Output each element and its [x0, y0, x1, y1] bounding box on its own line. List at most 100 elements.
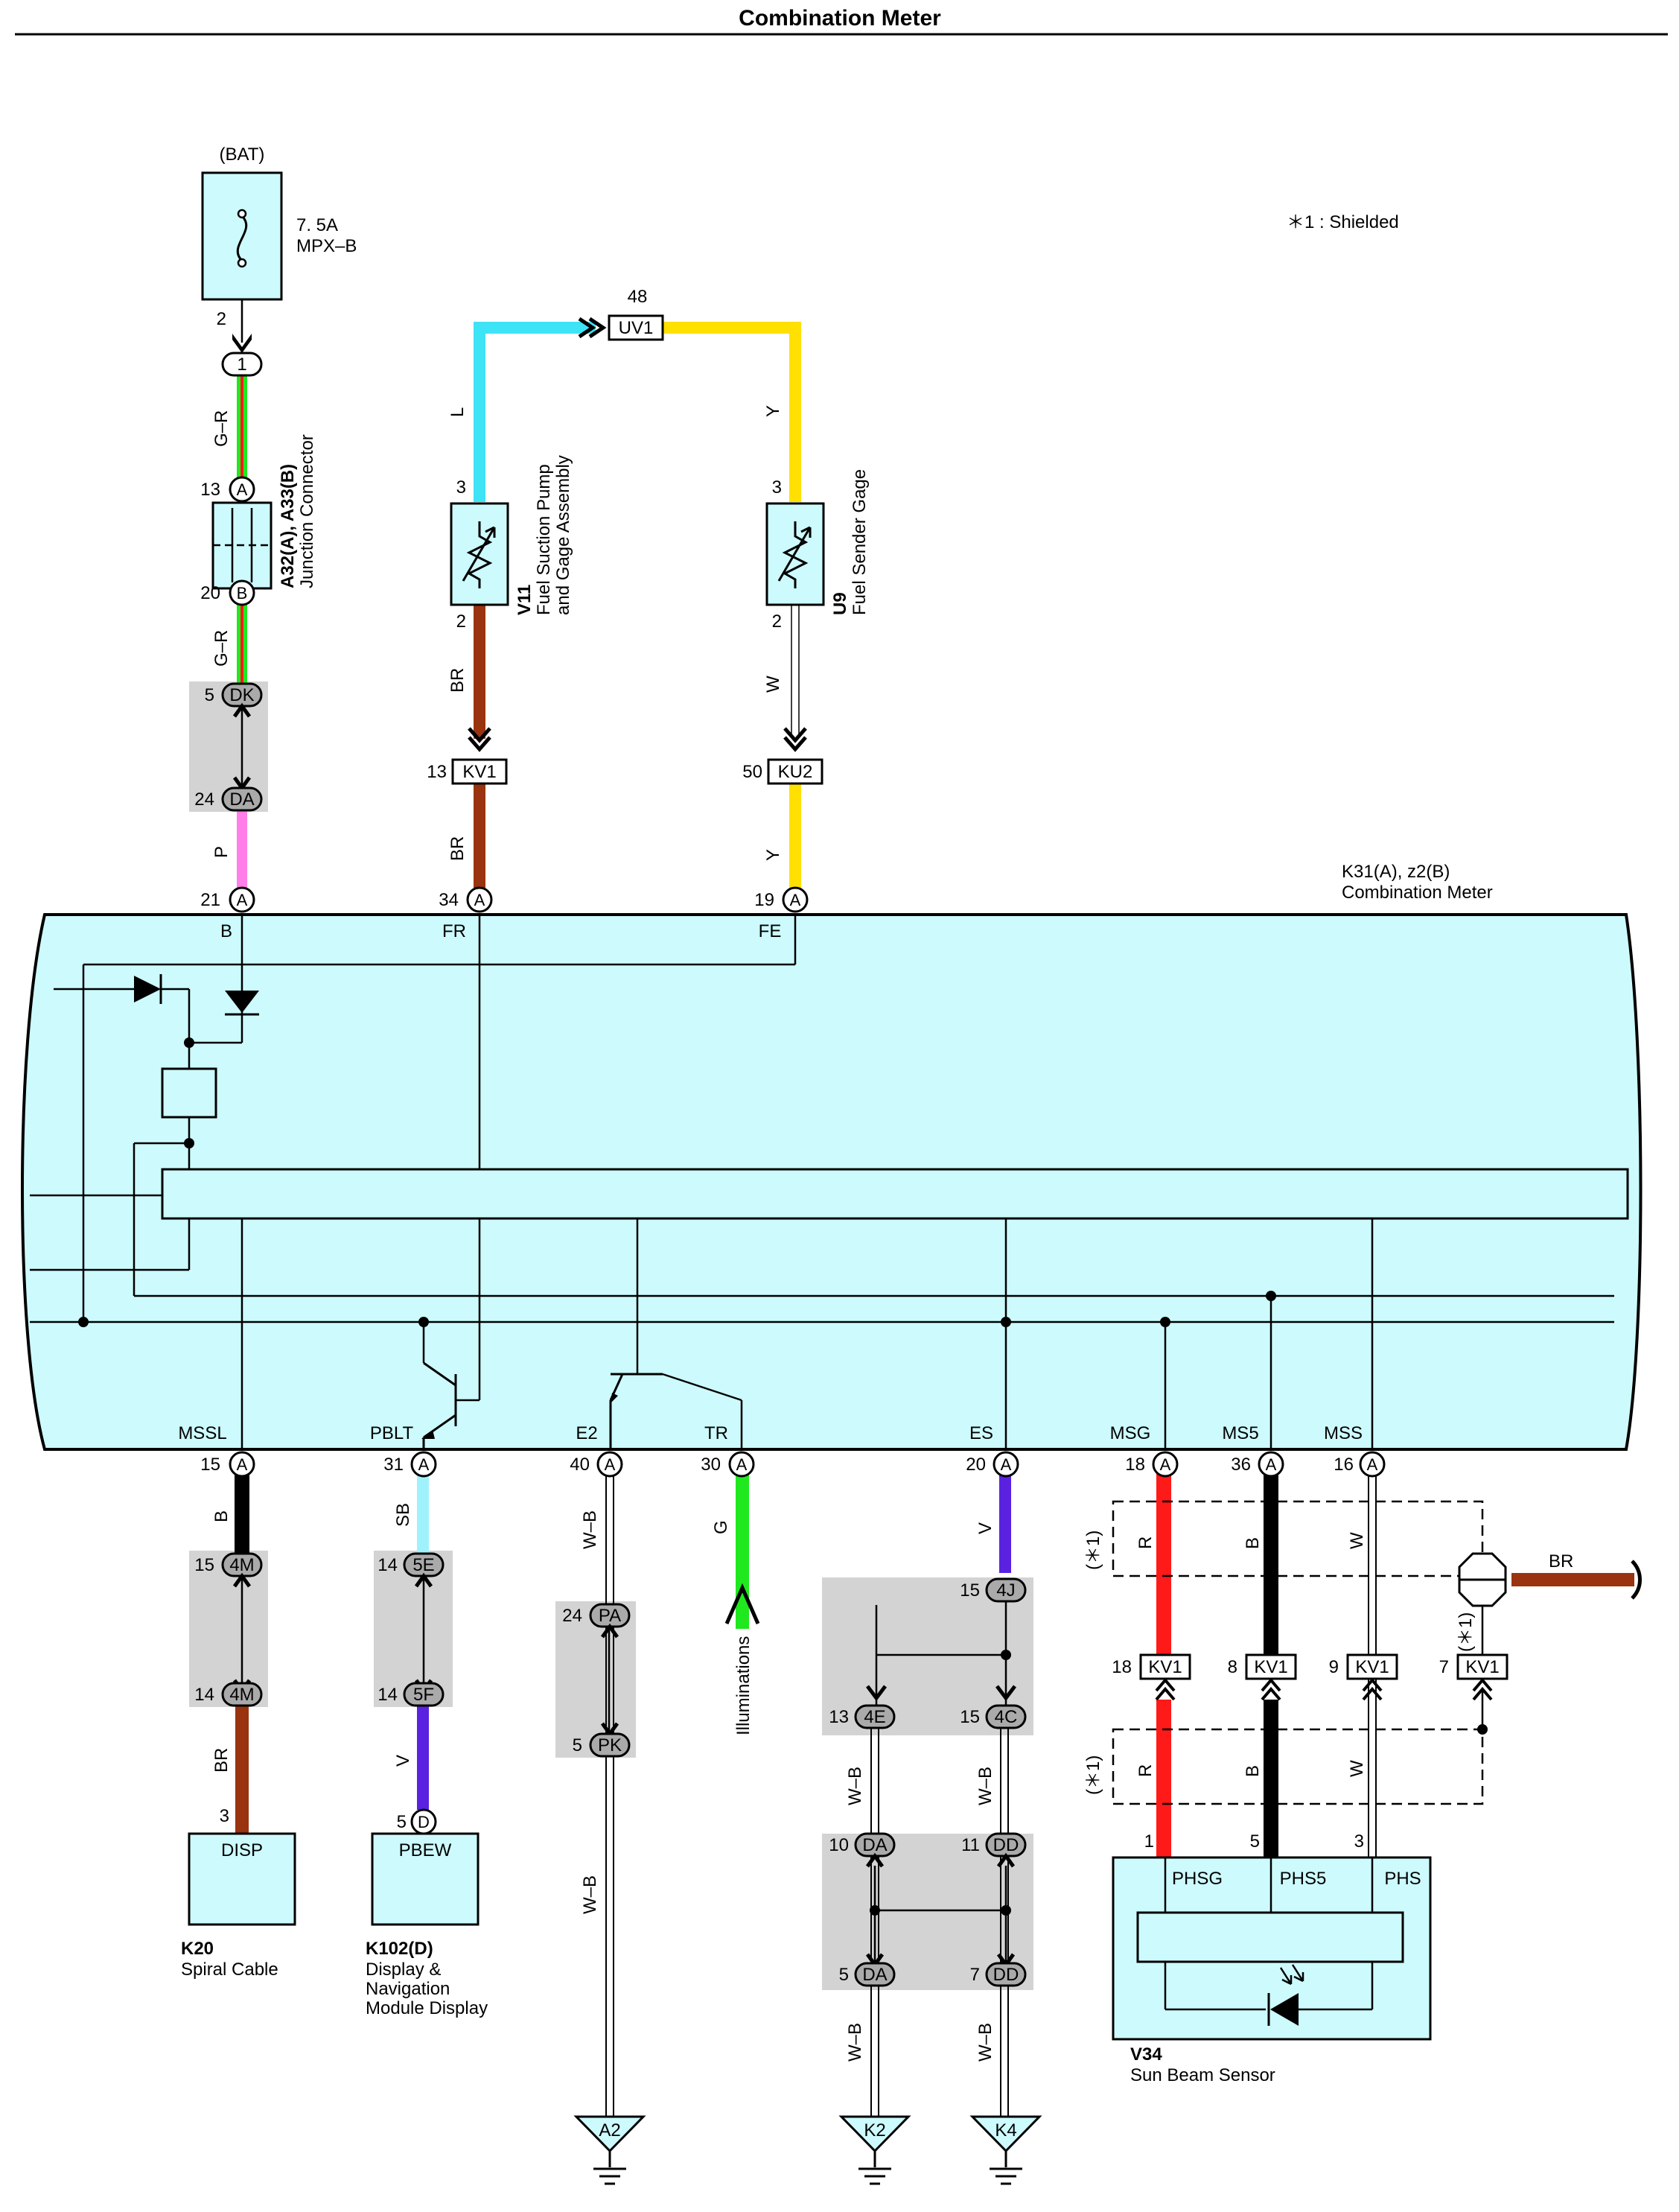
wire-label-wb3: W–B — [845, 1767, 865, 1805]
wire-w-b-left — [870, 1720, 879, 2117]
top-pin-21-conn: A — [237, 891, 248, 909]
conn-pk — [589, 1732, 631, 1758]
jc-name: Junction Connector — [297, 434, 317, 588]
top-pin-34-label: FR — [442, 921, 466, 941]
shade-pa-pk — [555, 1601, 636, 1758]
wire-label-br-shield: BR — [1549, 1551, 1573, 1571]
conn-dd-r2-id: DD — [993, 1965, 1019, 1985]
k102-name-2: Navigation — [366, 1979, 450, 1999]
meter-name: Combination Meter — [1342, 883, 1493, 903]
ground-k2-label: K2 — [864, 2120, 885, 2141]
wire-label-v1: V — [393, 1755, 413, 1767]
jc-pin-b-label: B — [237, 584, 248, 603]
ground-k2-icon — [838, 2115, 911, 2185]
wire-label-v2: V — [975, 1522, 995, 1534]
wire-g-r-top — [237, 374, 247, 487]
k20-pin: 3 — [220, 1806, 229, 1826]
wire-br-kv1 — [474, 784, 485, 892]
shield-mark-3: (＊1) — [1083, 1755, 1103, 1795]
conn-4e-id: 4E — [864, 1707, 885, 1727]
wire-label-br1: BR — [447, 668, 468, 693]
conn-ku2-pin: 50 — [742, 762, 762, 782]
wire-p — [237, 810, 247, 892]
pump-pin-bottom: 2 — [456, 611, 466, 632]
pump-pin-top: 3 — [456, 477, 466, 498]
top-pin-19-label: FE — [759, 921, 782, 941]
pin-label-pblt: PBLT — [370, 1423, 414, 1443]
shield-dash-top — [1112, 1500, 1484, 1577]
conn-dk-pin: 5 — [205, 685, 214, 705]
bottom-pins — [229, 1451, 1386, 1478]
conn-4m-b-id: 4M — [229, 1685, 254, 1705]
k102-name-3: Module Display — [366, 1998, 488, 2018]
fuse-pin: 2 — [217, 309, 226, 329]
arrows-kv1-row — [1155, 1677, 1493, 1701]
top-pin-34-conn: A — [474, 891, 485, 909]
conn-4m-a-id: 4M — [229, 1555, 254, 1575]
pin-conn-20: A — [1001, 1455, 1012, 1474]
conn-kv1-7-id: KV1 — [1465, 1657, 1499, 1677]
wire-label-wb5: W–B — [845, 2023, 865, 2062]
ground-a2-label: A2 — [599, 2120, 620, 2141]
conn-4j-id: 4J — [996, 1580, 1015, 1601]
pin-num-40: 40 — [570, 1455, 590, 1475]
conn-kv1-18 — [1139, 1653, 1191, 1680]
conn-uv1 — [608, 314, 664, 341]
pin-label-e2: E2 — [576, 1423, 597, 1443]
top-pin-19-num: 19 — [754, 890, 774, 910]
pin-conn-40: A — [605, 1455, 616, 1474]
sender-resistor-icon — [777, 521, 812, 588]
conn-da-top-id: DA — [229, 789, 254, 810]
sender-pin-bottom: 2 — [772, 611, 782, 632]
jc-pin-a-num: 13 — [200, 480, 220, 500]
sender-pin-top: 3 — [772, 477, 782, 498]
fuse-box — [201, 171, 283, 301]
conn-ku2-id: KU2 — [778, 762, 813, 782]
top-pin-21-label: B — [220, 921, 232, 941]
pin-conn-36: A — [1266, 1455, 1277, 1474]
k102-pin-num: 5 — [397, 1812, 407, 1832]
wire-label-p: P — [211, 846, 232, 858]
pin-conn-16: A — [1367, 1455, 1378, 1474]
top-pin-19-conn: A — [790, 891, 801, 909]
k20-id: K20 — [181, 1939, 214, 1959]
jc-pin-a-label: A — [237, 480, 248, 499]
k20-box — [188, 1832, 296, 1926]
wire-label-l: L — [447, 407, 468, 417]
wire-b-bottom — [1264, 1700, 1278, 1857]
fuse-symbol — [236, 214, 248, 262]
arrow-4e — [866, 1685, 887, 1702]
pin-label-msg: MSG — [1110, 1423, 1151, 1443]
sun-pin-3: 3 — [1354, 1831, 1364, 1852]
pump-name-2: and Gage Assembly — [553, 455, 573, 615]
wire-label-b3: B — [1243, 1765, 1263, 1777]
conn-dk-id: DK — [229, 685, 254, 705]
wire-v-es — [999, 1469, 1011, 1573]
conn-kv1-7-pin: 7 — [1439, 1657, 1449, 1677]
wire-w-b-e2 — [605, 1469, 614, 2117]
shield-wire-end-icon — [1631, 1560, 1642, 1600]
conn-kv1-8 — [1245, 1653, 1297, 1680]
wire-label-g: G — [711, 1520, 731, 1534]
k102-pin-label: PBEW — [399, 1840, 452, 1860]
bottom-pin-texts: MSSL 15 A PBLT 31 A E2 40 A TR 30 A ES 2… — [178, 1423, 1377, 1475]
conn-kv1-7 — [1456, 1653, 1508, 1680]
conn-dd-r-pin: 11 — [961, 1835, 980, 1855]
jc-pin-a-circle — [229, 476, 255, 503]
pin-label-mssl: MSSL — [178, 1423, 226, 1443]
wire-label-y2: Y — [763, 849, 783, 861]
fuse-name: MPX–B — [296, 236, 357, 256]
k102-pin-conn: D — [418, 1813, 430, 1831]
fuse-rating: 7. 5A — [296, 215, 338, 235]
conn-kv1-9-id: KV1 — [1355, 1657, 1389, 1677]
wire-label-b1: B — [211, 1510, 232, 1522]
shield-note: ＊1 : Shielded — [1287, 212, 1399, 232]
wire-v-pbew — [417, 1706, 429, 1810]
conn-da-l2 — [854, 1962, 896, 1987]
conn-pa-pin: 24 — [562, 1606, 582, 1626]
conn-4m-b-pin: 14 — [194, 1685, 214, 1705]
pin-num-30: 30 — [701, 1455, 721, 1475]
conn-da-l2-id: DA — [862, 1965, 887, 1985]
conn-5e-pin: 14 — [377, 1555, 398, 1575]
